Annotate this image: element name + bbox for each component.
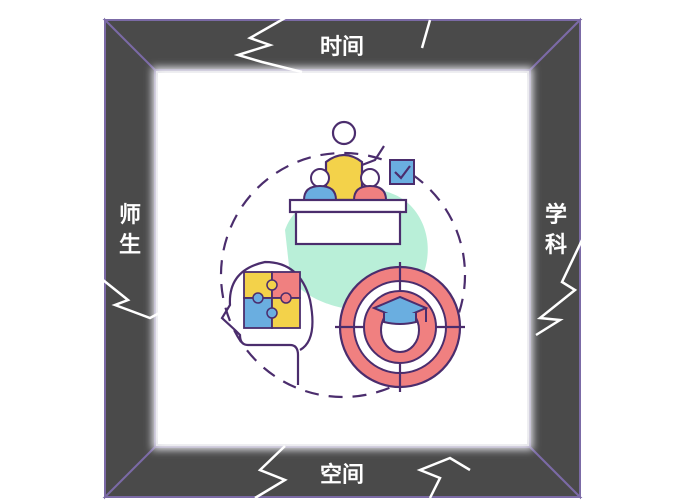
left-label-char-2: 生: [119, 233, 141, 258]
dashed-orbit: [219, 151, 467, 399]
frame-left-panel: [104, 17, 156, 500]
head-puzzle-icon: [220, 260, 314, 385]
crack-decorations: [102, 16, 584, 500]
left-label-char-1: 师: [119, 202, 141, 228]
top-label: 时间: [320, 35, 364, 60]
bottom-label: 空间: [320, 462, 364, 488]
right-label-char-2: 科: [545, 233, 567, 258]
teacher-with-students-icon: [288, 120, 408, 246]
target-graduate-icon: [335, 262, 465, 392]
right-label-char-1: 学: [545, 202, 567, 228]
checkbox-check-icon: [389, 159, 415, 185]
central-illustration: [219, 120, 467, 399]
